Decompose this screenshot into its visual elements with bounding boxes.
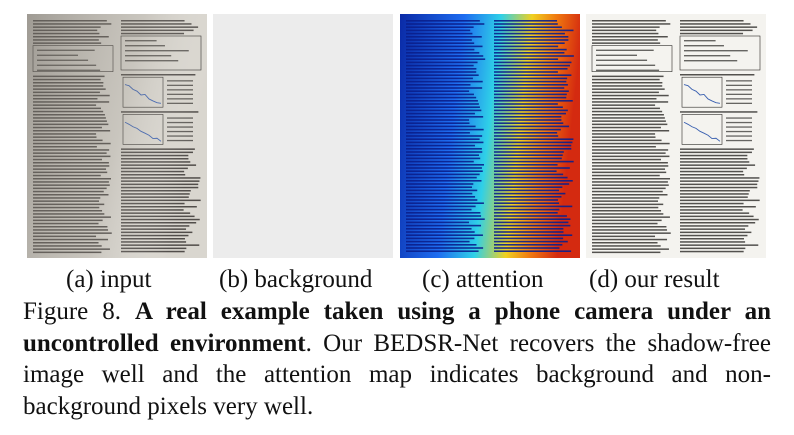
background-image [213,14,393,258]
caption-body: . Our BEDSR-Net recovers the shadow-free… [23,329,771,420]
attention-image [400,14,580,258]
result-image [586,14,766,258]
subcaption-background: (b) background [219,266,373,293]
subcaption-input: (a) input [66,266,152,293]
input-image [27,14,207,258]
figure-caption: Figure 8. A real example taken using a p… [23,296,771,422]
background-estimate [213,14,393,258]
subcaption-attention: (c) attention [422,266,544,293]
caption-bold-title: A real example taken using a phone camer… [23,298,771,357]
shadow-free-result [586,14,766,258]
figure-panels: (a) input (b) background (c) attention (… [27,14,766,293]
input-document-photo [27,14,207,258]
subcaption-result: (d) our result [589,266,720,293]
attention-heatmap [400,14,580,258]
caption-label: Figure 8. [23,298,121,325]
